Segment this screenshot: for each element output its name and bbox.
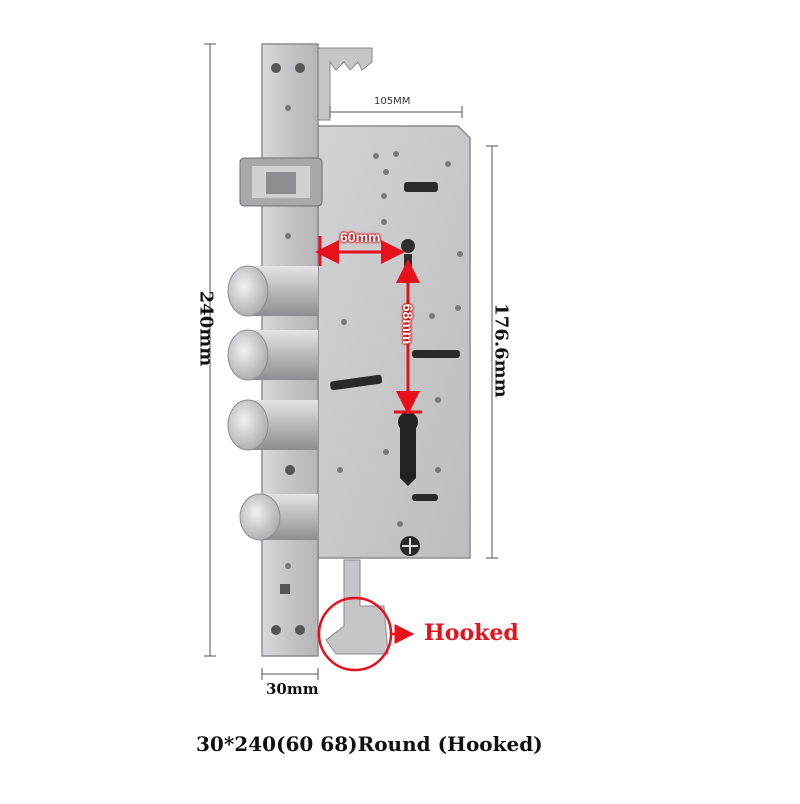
case-height-label: 176.6mm xyxy=(490,303,512,398)
backset-label: 60mm xyxy=(340,229,381,245)
backset-dimension xyxy=(315,236,405,266)
hooked-label: Hooked xyxy=(424,620,519,646)
hooked-highlight-circle xyxy=(317,596,393,672)
bottom-hook-latch xyxy=(325,559,389,655)
faceplate-width-label: 30mm xyxy=(266,680,319,698)
product-caption: 30*240(60 68)Round (Hooked) xyxy=(196,732,543,756)
case-width-label: 105MM xyxy=(374,96,411,107)
center-distance-dimension xyxy=(394,259,422,415)
latch-block xyxy=(239,157,323,207)
lock-case xyxy=(317,125,471,559)
top-hook-latch xyxy=(317,47,373,121)
round-bolts xyxy=(227,265,318,541)
faceplate-length-label: 240mm xyxy=(195,290,217,367)
center-distance-label: 68mm xyxy=(400,303,417,345)
dimension-lines xyxy=(204,43,498,680)
